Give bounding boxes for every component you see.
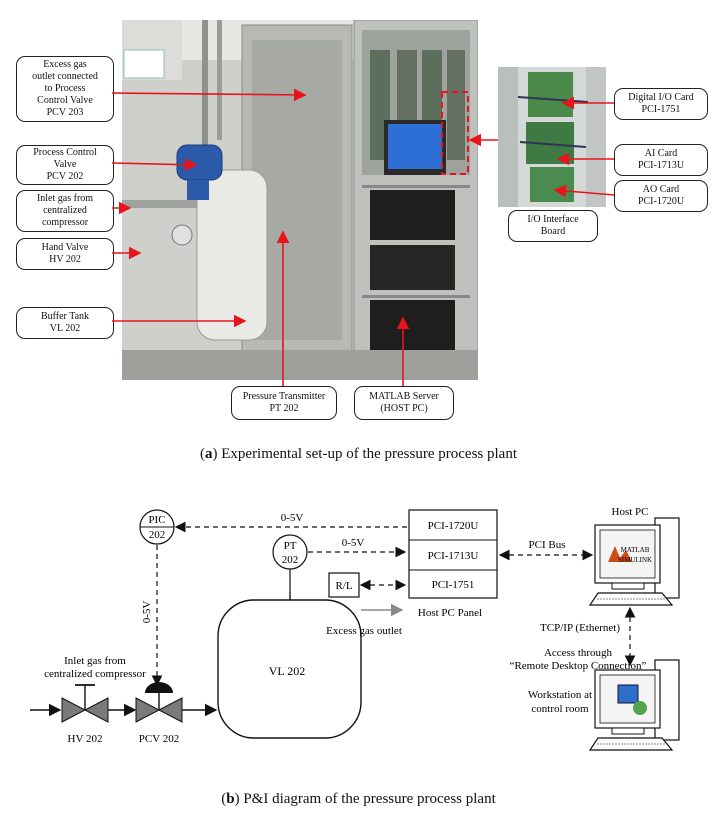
host-pc-label: Host PC bbox=[612, 506, 649, 518]
caption-b-letter: b bbox=[226, 791, 235, 807]
rl-label: R/L bbox=[335, 580, 352, 592]
pt-label-bottom: 202 bbox=[282, 554, 299, 566]
caption-a-text: ) Experimental set-up of the pressure pr… bbox=[212, 446, 517, 462]
setup-photo-drawing bbox=[122, 20, 478, 380]
workstation-label-1: Workstation at bbox=[528, 689, 592, 701]
label-matlab-server: MATLAB Server (HOST PC) bbox=[354, 386, 454, 420]
label-pressure-transmitter: Pressure Transmitter PT 202 bbox=[231, 386, 337, 420]
signal-label-vert: 0-5V bbox=[141, 601, 153, 624]
pt-bubble: PT 202 bbox=[272, 534, 308, 600]
inlet-label-2: centralized compressor bbox=[44, 668, 146, 680]
matlab-logo-bottom: SIMULINK bbox=[618, 556, 652, 564]
rl-box bbox=[328, 572, 360, 598]
caption-a-open: ( bbox=[200, 446, 205, 462]
card-pci-1713u: PCI-1713U bbox=[428, 550, 479, 562]
pt-label-top: PT bbox=[284, 540, 297, 552]
label-process-control-valve: Process Control Valve PCV 202 bbox=[16, 145, 114, 185]
workstation-label-2: control room bbox=[531, 703, 589, 715]
label-buffer-tank: Buffer Tank VL 202 bbox=[16, 307, 114, 339]
caption-b-open: ( bbox=[221, 791, 227, 807]
label-inlet-gas: Inlet gas from centralized compressor bbox=[16, 190, 114, 232]
pic-label-top: PIC bbox=[148, 514, 165, 526]
excess-outlet-label: Excess gas outlet bbox=[326, 625, 402, 637]
caption-b-text: ) P&I diagram of the pressure process pl… bbox=[234, 791, 496, 807]
card-pci-1720u: PCI-1720U bbox=[428, 520, 479, 532]
io-board-photo bbox=[498, 67, 606, 207]
panel-label: Host PC Panel bbox=[418, 607, 482, 619]
host-pc-computer-icon: Host PC MATLAB SIMULINK bbox=[588, 506, 680, 606]
io-board-drawing bbox=[498, 67, 606, 207]
caption-b: (b) P&I diagram of the pressure process … bbox=[0, 791, 717, 808]
hv-label: HV 202 bbox=[68, 733, 103, 745]
inlet-label-1: Inlet gas from bbox=[64, 655, 126, 667]
vessel-label: VL 202 bbox=[269, 664, 306, 678]
pcv-label: PCV 202 bbox=[139, 733, 179, 745]
card-pci-1751: PCI-1751 bbox=[432, 579, 475, 591]
photo-arrows bbox=[111, 88, 615, 386]
tcpip-label: TCP/IP (Ethernet) bbox=[540, 622, 620, 634]
access-label-2: “Remote Desktop Connection” bbox=[510, 660, 647, 672]
label-ai-card: AI Card PCI-1713U bbox=[614, 144, 708, 176]
label-hand-valve: Hand Valve HV 202 bbox=[16, 238, 114, 270]
caption-a: (a) Experimental set-up of the pressure … bbox=[0, 446, 717, 463]
access-label-1: Access through bbox=[544, 647, 613, 659]
workstation-computer-icon bbox=[588, 659, 680, 751]
control-valve-pcv202: PCV 202 bbox=[135, 682, 183, 745]
signal-label-top: 0-5V bbox=[281, 512, 304, 524]
setup-photo bbox=[122, 20, 478, 380]
label-excess-gas-outlet: Excess gas outlet connected to Process C… bbox=[16, 56, 114, 122]
caption-a-letter: a bbox=[205, 446, 213, 462]
pid-diagram: PIC 202 PT 202 0-5V 0-5V 0-5V PCI-1720U … bbox=[30, 506, 680, 751]
signal-label-mid: 0-5V bbox=[342, 537, 365, 549]
pci-bus-label: PCI Bus bbox=[529, 539, 566, 551]
label-io-interface-board: I/O Interface Board bbox=[508, 210, 598, 242]
label-ao-card: AO Card PCI-1720U bbox=[614, 180, 708, 212]
pic-bubble: PIC 202 bbox=[139, 509, 175, 545]
pic-label-bottom: 202 bbox=[149, 529, 166, 541]
host-pc-panel: PCI-1720U PCI-1713U PCI-1751 Host PC Pan… bbox=[408, 509, 498, 619]
label-digital-io-card: Digital I/O Card PCI-1751 bbox=[614, 88, 708, 120]
matlab-logo-top: MATLAB bbox=[621, 546, 650, 554]
hand-valve-hv202: HV 202 bbox=[61, 684, 109, 745]
